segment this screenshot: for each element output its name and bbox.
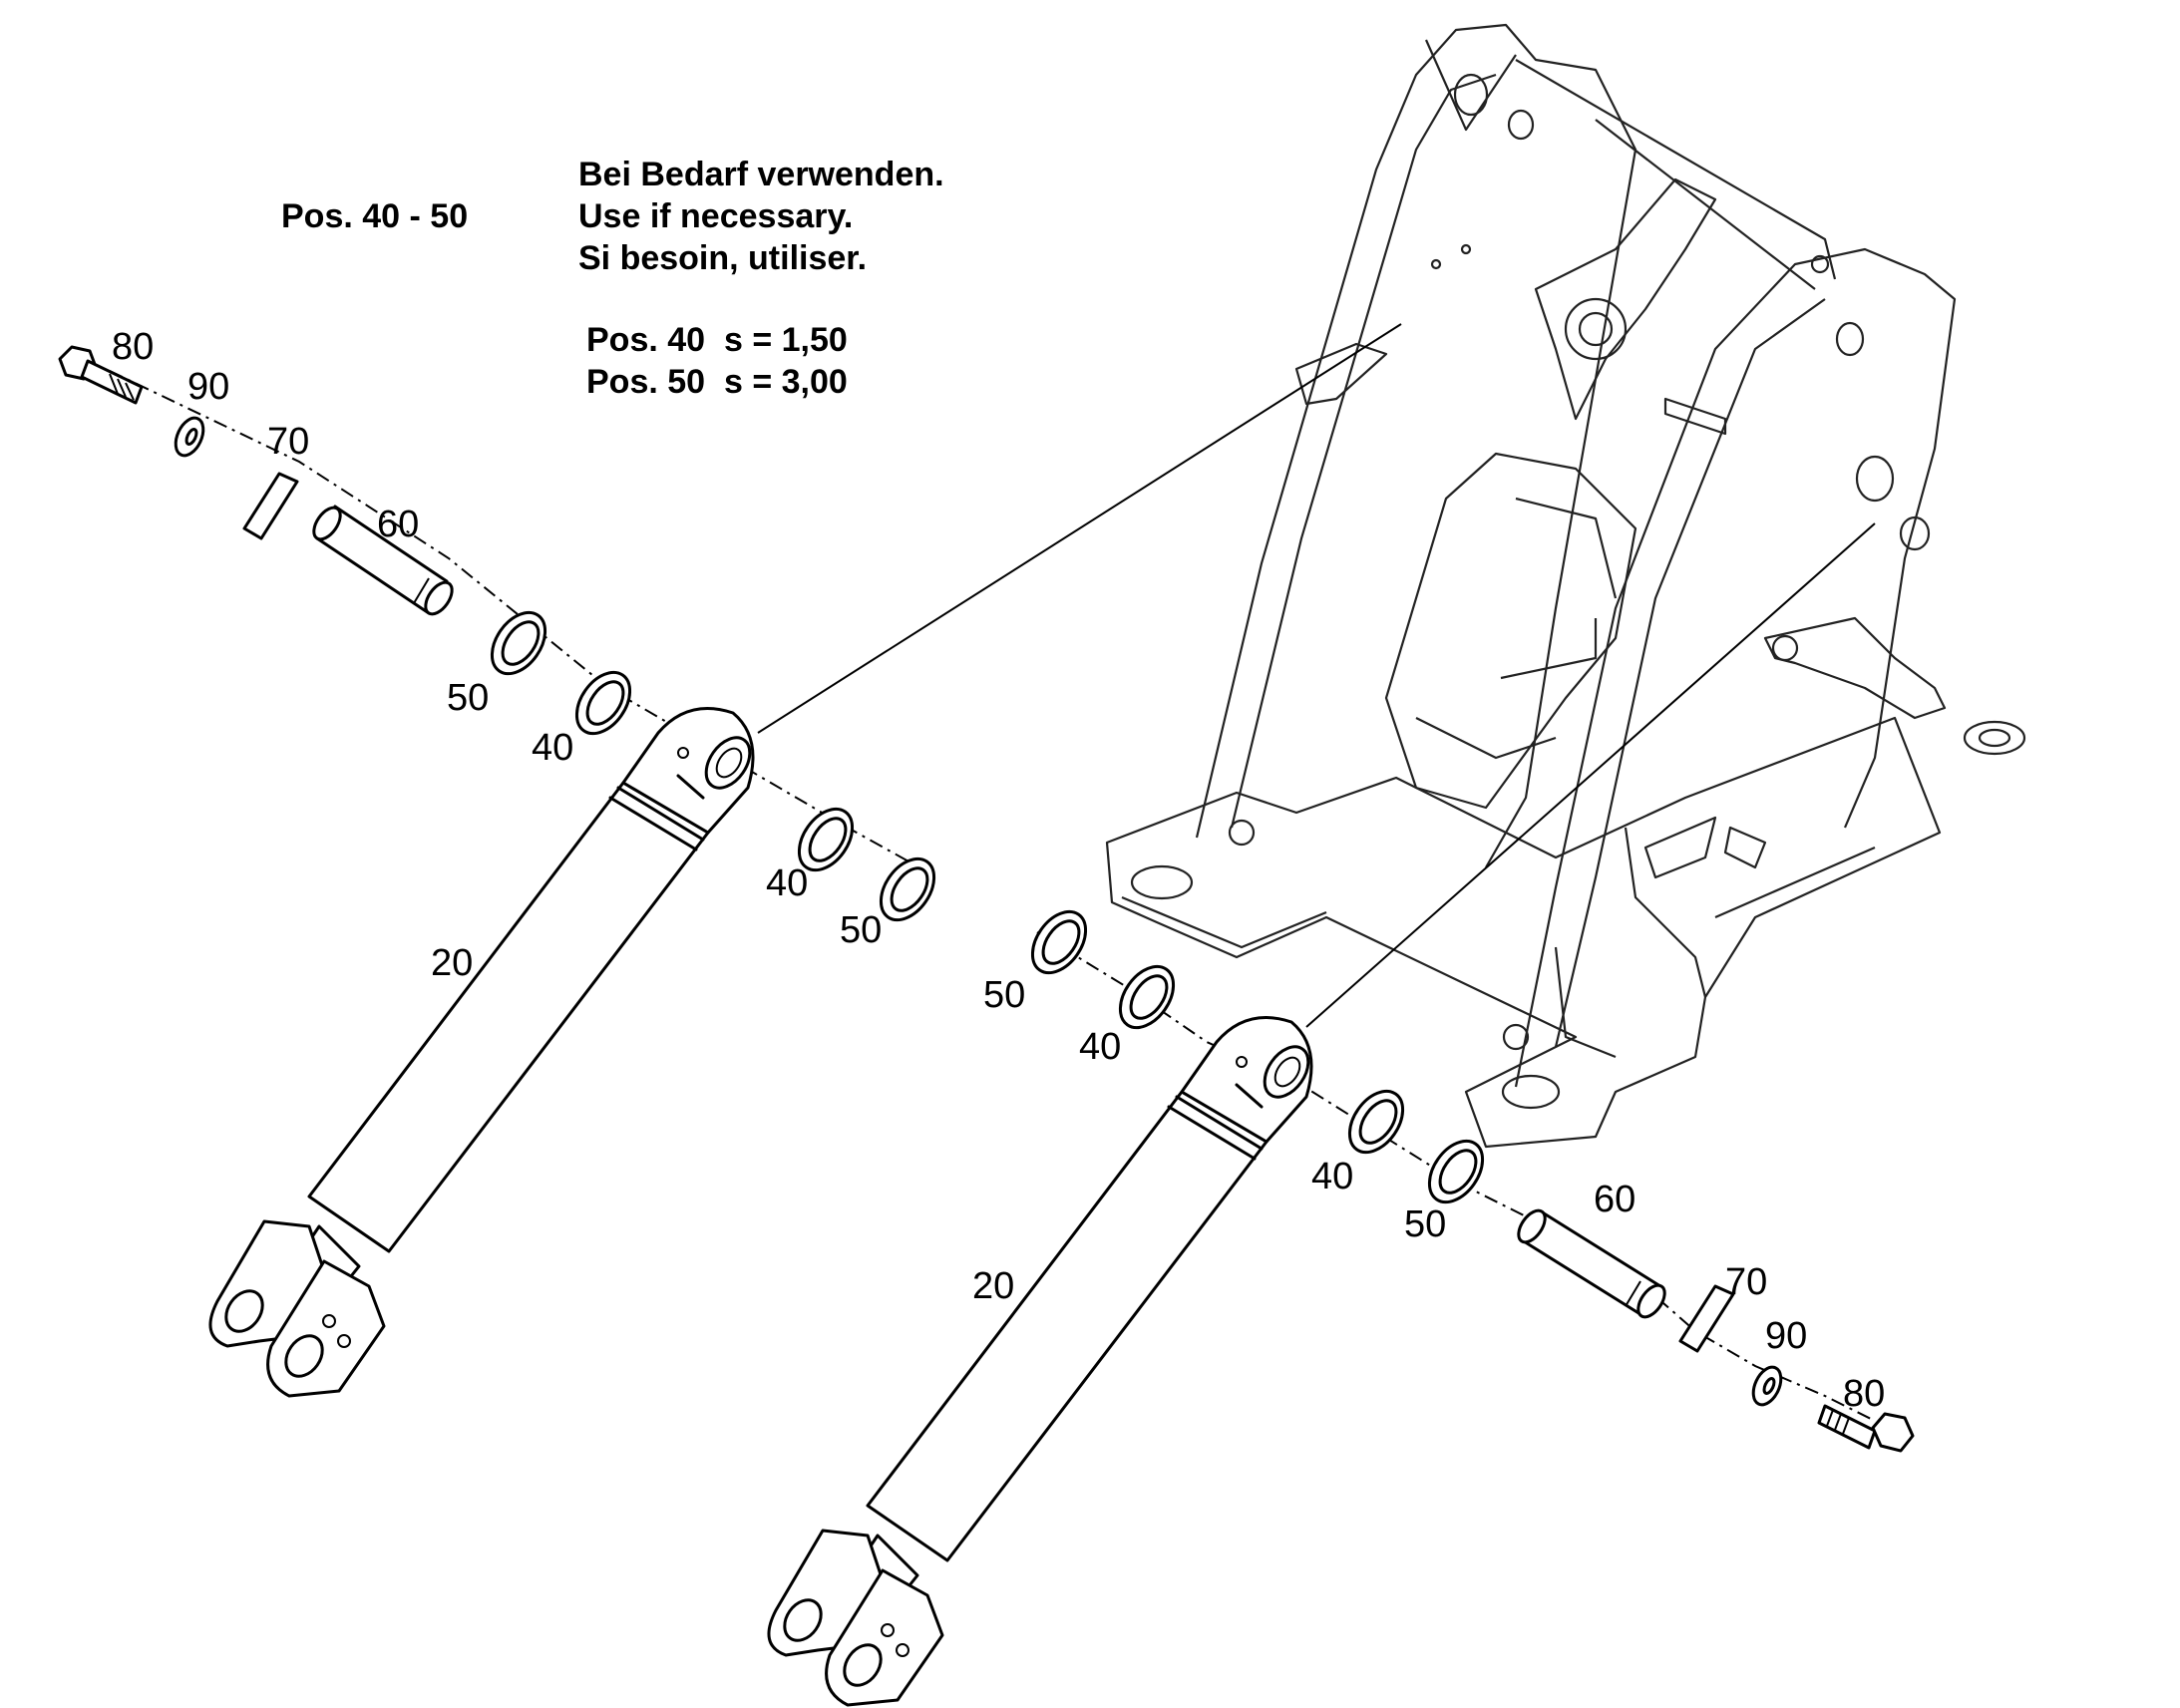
shim-50-right-a [1030,909,1088,975]
right-cylinder-assembly [767,909,1915,1707]
bolt-80-left [58,345,144,405]
loader-frame [1105,23,2026,1149]
label-80-left: 80 [112,326,154,368]
note-line-de: Bei Bedarf verwenden. [578,156,944,193]
label-90-left: 90 [187,366,229,408]
washer-90-right [1751,1365,1783,1407]
label-90-right: 90 [1765,1315,1807,1357]
leader-line-left [757,323,1402,734]
label-50-left-b: 50 [840,909,882,951]
label-60-left: 60 [377,504,419,545]
bolt-80-right [1817,1404,1915,1453]
lock-plate-70-left [242,472,299,540]
label-70-left: 70 [267,421,309,463]
label-40-left-b: 40 [766,862,808,904]
shim-40-left-a [574,670,632,736]
shim-40-right-a [1118,964,1176,1030]
shim-40-left-b [797,807,855,872]
pos-range-note: Pos. 40 - 50 [281,197,469,235]
lock-plate-70-right [1678,1284,1735,1353]
label-60-right: 60 [1594,1179,1635,1220]
label-50-left-a: 50 [447,677,489,719]
spec-pos-40: Pos. 40 s = 1,50 [586,321,848,359]
shim-50-right-b [1427,1139,1485,1204]
label-40-right-a: 40 [1079,1026,1121,1068]
label-40-left-a: 40 [532,727,573,769]
note-line-fr: Si besoin, utiliser. [578,239,868,277]
note-line-en: Use if necessary. [578,197,854,235]
label-70-right: 70 [1725,1261,1767,1303]
label-80-right: 80 [1843,1373,1885,1415]
shim-50-left-b [879,856,936,922]
cylinder-20-left [208,707,755,1398]
label-50-right-a: 50 [983,974,1025,1016]
shim-40-right-b [1347,1089,1405,1155]
washer-90-left [174,416,205,458]
label-50-right-b: 50 [1404,1203,1446,1245]
label-40-right-b: 40 [1311,1156,1353,1197]
cylinder-20-right [767,1016,1313,1707]
label-20-left: 20 [431,942,473,984]
pin-60-left [312,505,454,616]
spec-pos-50: Pos. 50 s = 3,00 [586,363,848,401]
shim-50-left-a [490,610,547,676]
pin-60-right [1517,1208,1666,1319]
left-cylinder-assembly [58,345,938,1398]
leader-line-right [1305,522,1876,1028]
label-20-right: 20 [972,1265,1014,1307]
